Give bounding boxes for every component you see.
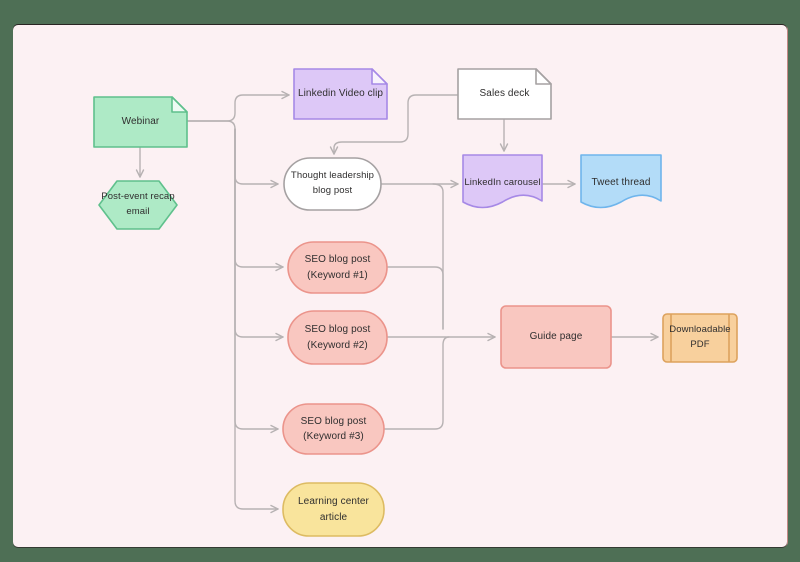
node-linkedin-video-clip[interactable]: Linkedin Video clip	[293, 68, 388, 120]
node-guide-page[interactable]: Guide page	[500, 305, 612, 369]
node-seo-blog-post-1-label: SEO blog post (Keyword #1)	[304, 254, 371, 281]
edge-webinar-to-seo1[interactable]	[234, 128, 284, 272]
node-sales-deck[interactable]: Sales deck	[457, 68, 552, 120]
node-linkedin-carousel[interactable]: LinkedIn carousel	[462, 154, 543, 212]
seo-blog-post-2-shape	[287, 310, 388, 365]
seo-blog-post-1-shape	[287, 241, 388, 294]
node-seo-blog-post-3-label: SEO blog post (Keyword #3)	[300, 415, 367, 443]
node-tweet-thread-label: Tweet thread	[591, 177, 651, 189]
edge-seo3-to-collector[interactable]	[384, 336, 450, 430]
node-seo-blog-post-1[interactable]: SEO blog post (Keyword #1)	[287, 241, 388, 294]
linkedin-carousel-shape	[462, 154, 543, 209]
node-thought-leadership-blog-post[interactable]: Thought leadership blog post	[283, 157, 382, 211]
connector-layer	[135, 90, 659, 514]
node-webinar[interactable]: Webinar	[93, 96, 188, 148]
sales-deck-shape	[535, 68, 552, 85]
edge-seo1-to-collector[interactable]	[387, 266, 444, 330]
webinar-shape	[171, 96, 188, 113]
seo-blog-post-3-shape	[282, 403, 385, 455]
node-webinar-label: Webinar	[121, 116, 160, 128]
node-linkedin-video-clip-label: Linkedin Video clip	[297, 88, 384, 100]
node-downloadable-pdf-label: Downloadable PDF	[669, 324, 731, 350]
edge-webinar-to-seo3[interactable]	[234, 128, 279, 434]
learning-center-shape	[282, 482, 385, 537]
tweet-thread-shape	[580, 154, 662, 209]
edge-thought-to-collector[interactable]	[432, 183, 444, 330]
node-post-event-recap-email[interactable]: Post-event recap email	[98, 180, 178, 230]
sales-deck-shape	[457, 68, 552, 120]
post-event-recap-shape	[98, 180, 178, 230]
webinar-shape	[93, 96, 188, 148]
node-sales-deck-label: Sales deck	[479, 88, 530, 100]
edge-sales-to-thought[interactable]	[329, 94, 458, 155]
downloadable-pdf-shape	[662, 313, 738, 363]
edge-webinar-to-video[interactable]	[187, 90, 290, 122]
node-thought-leadership-blog-post-label: Thought leadership blog post	[290, 170, 375, 196]
linkedin-video-clip-shape	[371, 68, 388, 85]
node-learning-center-article[interactable]: Learning center article	[282, 482, 385, 537]
edge-webinar-to-learning[interactable]	[234, 128, 279, 514]
edge-webinar-to-thought[interactable]	[187, 120, 279, 189]
downloadable-pdf-shape	[670, 314, 730, 362]
diagram-canvas: Webinar Post-event recap email Linkedin …	[13, 25, 787, 547]
thought-leadership-shape	[283, 157, 382, 211]
node-downloadable-pdf[interactable]: Downloadable PDF	[662, 313, 738, 363]
node-post-event-recap-email-label: Post-event recap email	[101, 191, 175, 217]
node-seo-blog-post-2-label: SEO blog post (Keyword #2)	[304, 324, 371, 351]
node-guide-page-label: Guide page	[529, 331, 583, 343]
edge-webinar-to-seo2[interactable]	[234, 128, 284, 342]
linkedin-video-clip-shape	[293, 68, 388, 120]
node-tweet-thread[interactable]: Tweet thread	[580, 154, 662, 212]
guide-page-shape	[500, 305, 612, 369]
node-linkedin-carousel-label: LinkedIn carousel	[464, 176, 541, 188]
node-seo-blog-post-2[interactable]: SEO blog post (Keyword #2)	[287, 310, 388, 365]
node-seo-blog-post-3[interactable]: SEO blog post (Keyword #3)	[282, 403, 385, 455]
node-learning-center-article-label: Learning center article	[298, 496, 369, 523]
